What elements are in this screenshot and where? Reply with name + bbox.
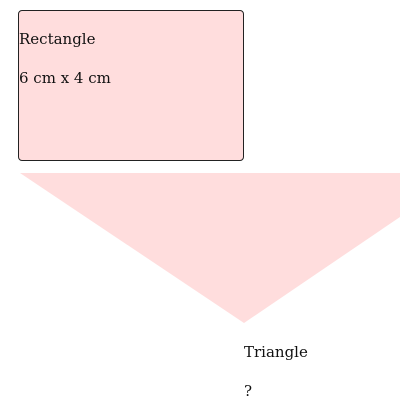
triangle-value: ?	[244, 382, 253, 400]
triangle-title: Triangle	[244, 343, 308, 361]
triangle-shape	[20, 173, 400, 323]
rectangle-shape	[18, 10, 244, 161]
rectangle-title: Rectangle	[19, 30, 96, 48]
rectangle-dimensions: 6 cm x 4 cm	[19, 69, 111, 87]
